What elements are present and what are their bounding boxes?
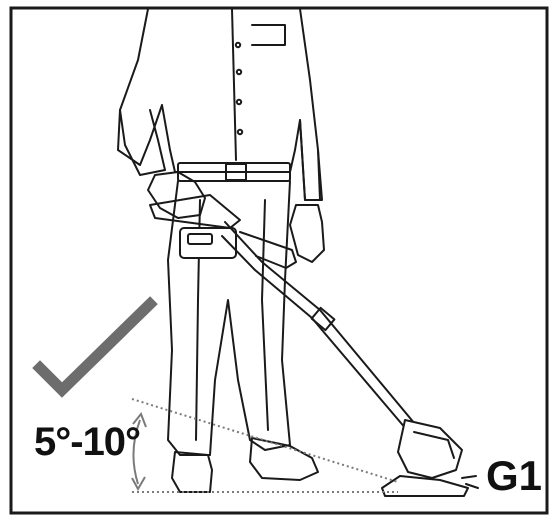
cutting-line bbox=[461, 475, 479, 489]
left-shoe bbox=[171, 451, 213, 493]
shirt-button bbox=[234, 41, 242, 49]
double-arrow-icon bbox=[132, 419, 141, 485]
rear-handle bbox=[149, 194, 241, 229]
shaft-lower bbox=[329, 321, 421, 431]
figure-id-label: G1 bbox=[486, 452, 543, 499]
shirt-pocket bbox=[251, 24, 286, 46]
arrowhead-top bbox=[132, 412, 147, 428]
right-glove bbox=[289, 204, 325, 263]
left-glove bbox=[147, 171, 206, 219]
motor-head-detail bbox=[413, 431, 455, 459]
diagram-border bbox=[9, 6, 549, 515]
right-sleeve bbox=[299, 119, 323, 201]
tilt-reference-line bbox=[131, 398, 399, 483]
left-sleeve bbox=[119, 109, 166, 176]
shirt-button bbox=[235, 98, 243, 106]
auxiliary-handle bbox=[239, 231, 297, 269]
shaft-coupler bbox=[310, 306, 336, 332]
trouser-crease bbox=[261, 199, 269, 431]
battery-latch bbox=[187, 233, 213, 245]
trousers-outline bbox=[167, 180, 291, 456]
trimmer bbox=[149, 194, 479, 497]
checkmark-icon bbox=[32, 296, 158, 398]
arrowhead-bottom bbox=[131, 476, 146, 492]
angle-range-label: 5°-10° bbox=[34, 420, 141, 464]
right-shoe bbox=[249, 437, 319, 481]
shirt-button bbox=[235, 68, 243, 76]
shirt-button bbox=[236, 128, 244, 136]
shaft-lower-edge bbox=[321, 329, 413, 437]
shaft-upper bbox=[224, 221, 331, 323]
belt-buckle bbox=[225, 163, 247, 181]
shirt-placket bbox=[231, 8, 237, 161]
shaft-upper-lower-edge bbox=[221, 235, 323, 331]
motor-head bbox=[397, 419, 463, 479]
cutting-guard bbox=[381, 475, 469, 497]
